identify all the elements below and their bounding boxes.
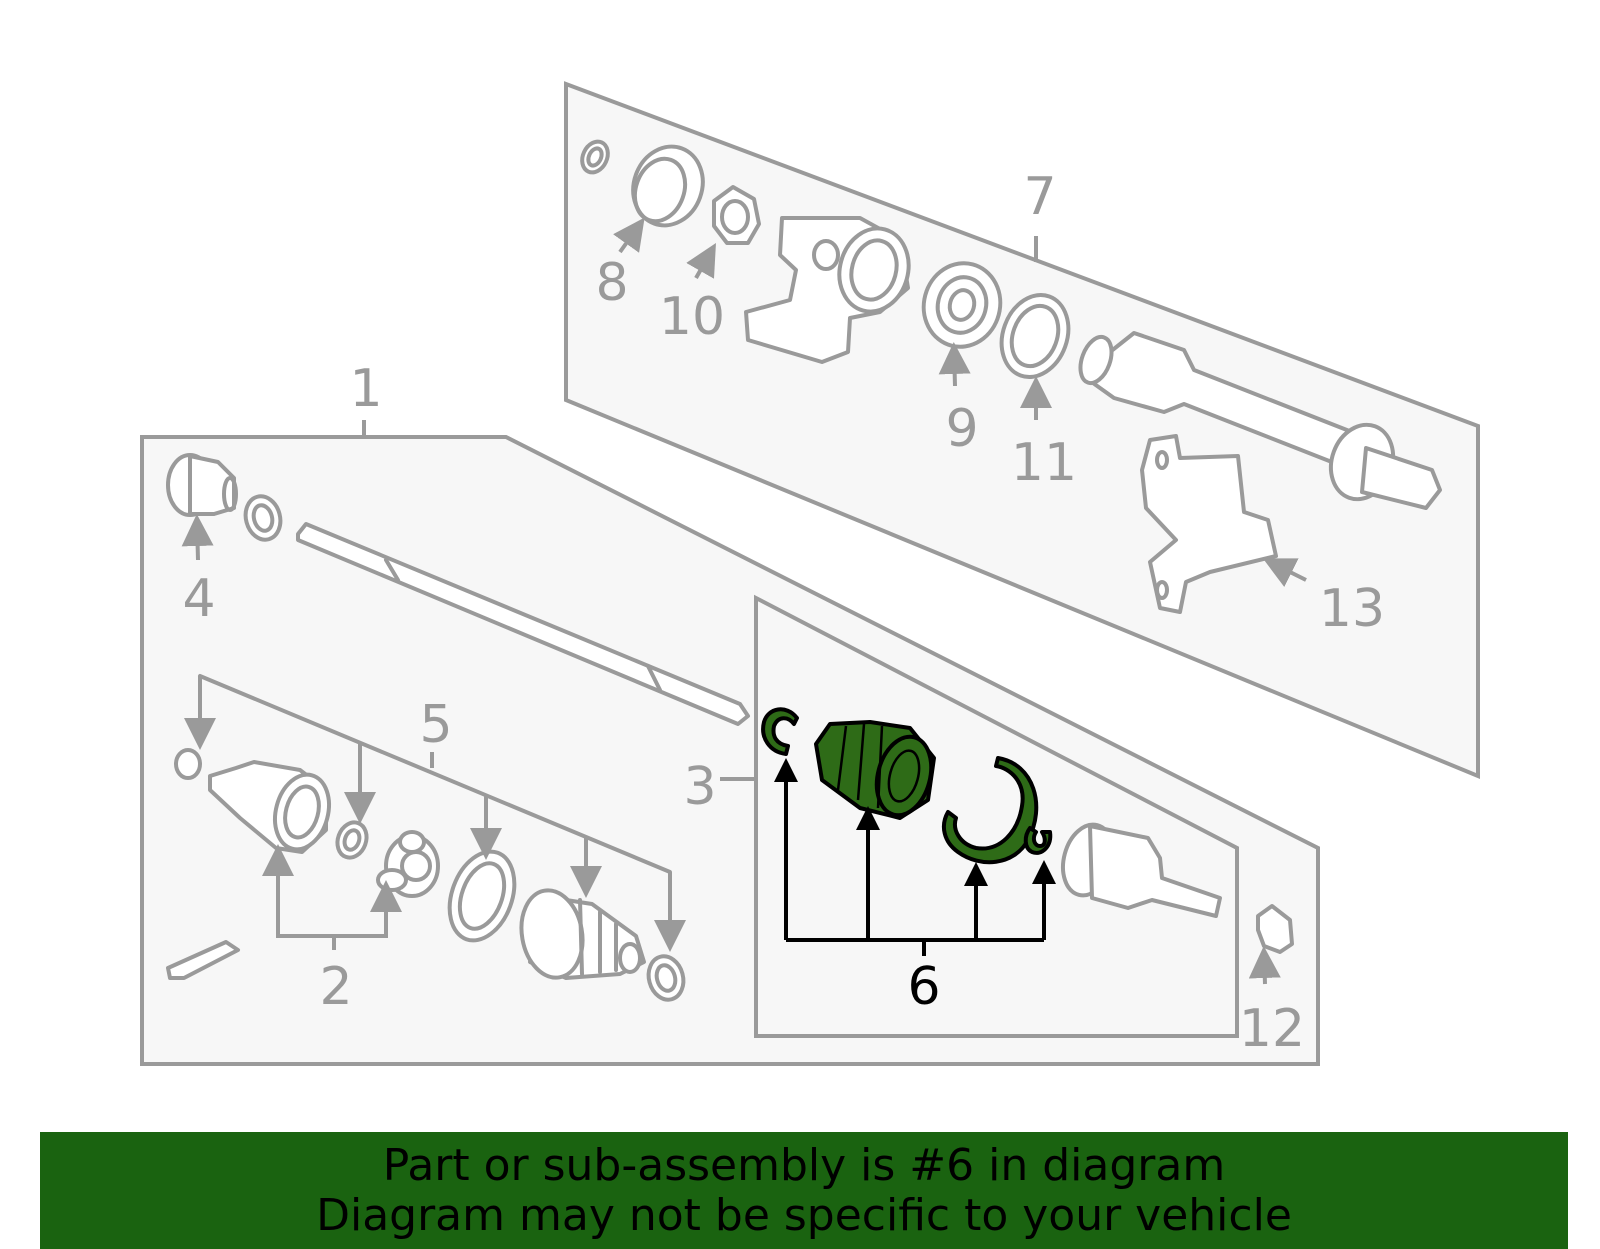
- callout-2: 2: [319, 957, 352, 1017]
- leader-13: [1262, 558, 1307, 588]
- part-5-inner-boot: [519, 888, 646, 980]
- part-6-clamp-small-left: [761, 707, 799, 756]
- callout-8: 8: [595, 253, 628, 313]
- callout-10: 10: [659, 287, 725, 347]
- panel-3: [754, 594, 1239, 1038]
- part-4-boot-small: [166, 453, 238, 517]
- leader-8: [613, 217, 645, 254]
- part-clamp-small-b: [646, 954, 686, 1002]
- callout-7: 7: [1023, 167, 1056, 227]
- callout-4: 4: [182, 569, 215, 629]
- callout-6: 6: [907, 957, 940, 1017]
- leader-9: [938, 342, 971, 387]
- part-13-bracket: [1140, 434, 1278, 614]
- part-6-outer-boot: [814, 720, 936, 820]
- part-2-inner-joint: [174, 748, 331, 854]
- leader-4: [181, 514, 214, 561]
- part-clamp-small-a: [243, 494, 283, 542]
- callout-3: 3: [683, 757, 716, 817]
- callout-12: 12: [1239, 999, 1305, 1059]
- part-damper-bracket: [166, 940, 240, 980]
- leader-10: [686, 243, 716, 279]
- callout-11: 11: [1011, 433, 1077, 493]
- part-11-snap-ring: [999, 293, 1071, 379]
- callout-5: 5: [419, 695, 452, 755]
- part-bearing-housing: [744, 216, 911, 364]
- part-6-clamp-small-right: [1023, 826, 1053, 855]
- part-7-outboard-shaft: [1078, 331, 1442, 510]
- leader-12: [1248, 946, 1281, 985]
- part-outboard-joint: [1061, 822, 1222, 918]
- banner-line-2: Diagram may not be specific to your vehi…: [316, 1190, 1292, 1241]
- part-washer-small: [580, 139, 610, 175]
- callout-1: 1: [349, 359, 382, 419]
- part-10-nut: [712, 185, 761, 245]
- part-12-cap: [1256, 904, 1294, 954]
- panel-5-outline: [198, 674, 672, 942]
- callout-9: 9: [945, 399, 978, 459]
- banner-line-1: Part or sub-assembly is #6 in diagram: [382, 1140, 1226, 1191]
- callout-13: 13: [1319, 579, 1385, 639]
- part-shaft: [296, 522, 750, 726]
- info-banner: Part or sub-assembly is #6 in diagram Di…: [40, 1132, 1568, 1249]
- part-8-dust-seal: [631, 144, 705, 228]
